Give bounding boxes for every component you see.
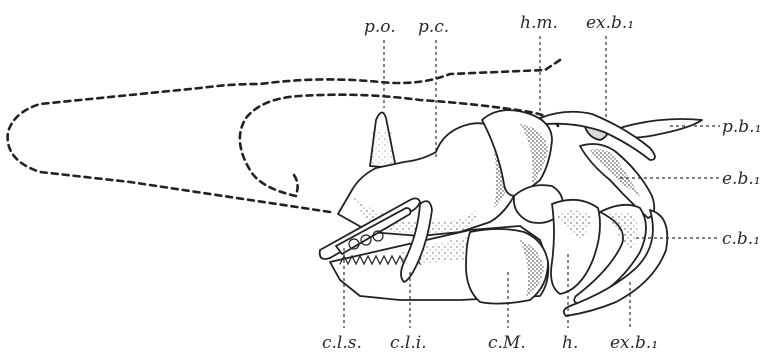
label-po: p.o. [364, 17, 396, 37]
label-eb1: e.b.₁ [722, 169, 761, 189]
label-cm: c.M. [488, 333, 526, 353]
label-pb1: p.b.₁ [722, 117, 761, 137]
label-exb1-top: ex.b.₁ [586, 13, 634, 33]
label-cls: c.l.s. [322, 333, 362, 353]
label-hm: h.m. [520, 13, 558, 33]
label-cb1: c.b.₁ [722, 229, 760, 249]
label-pc: p.c. [418, 17, 449, 37]
label-exb1-bottom: ex.b.₁ [610, 333, 658, 353]
snout-curl [294, 175, 298, 195]
postorbital-shading [372, 130, 392, 166]
label-h: h. [562, 333, 578, 353]
label-cli: c.l.i. [390, 333, 427, 353]
